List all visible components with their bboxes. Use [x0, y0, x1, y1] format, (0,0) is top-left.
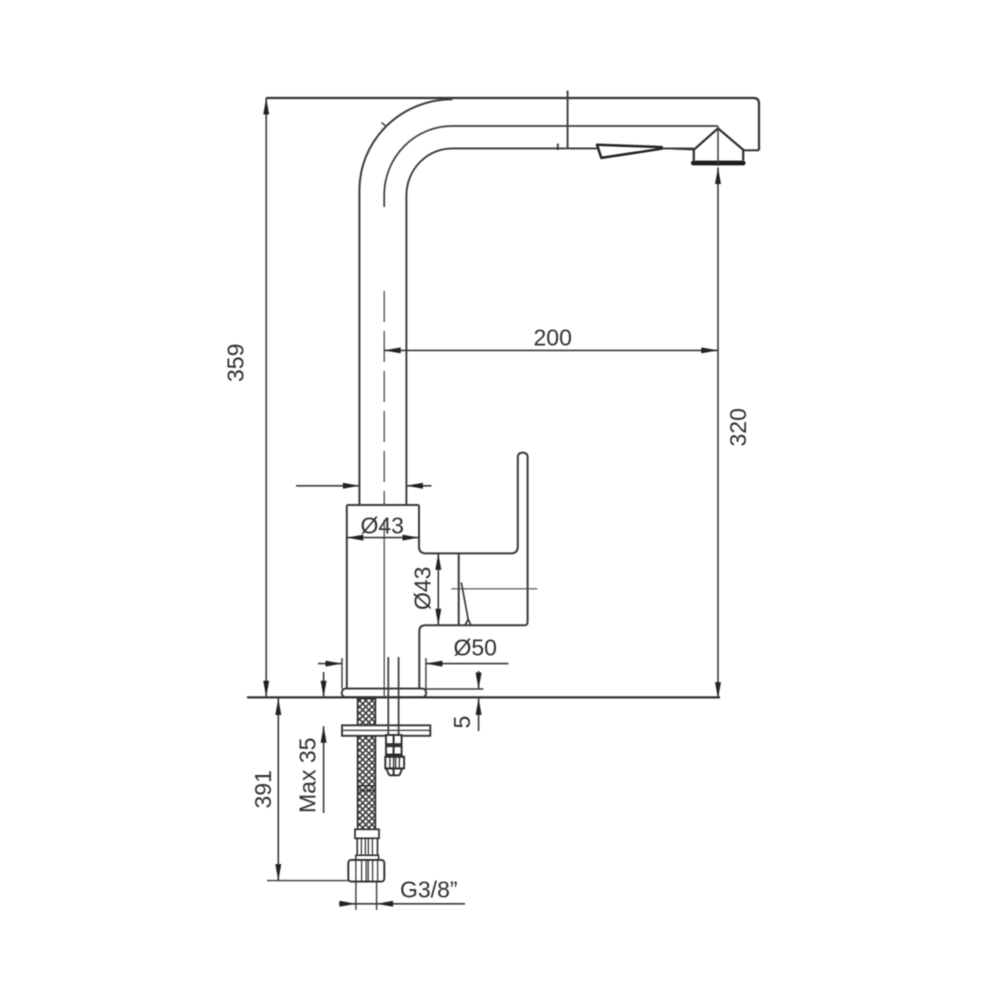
- svg-text:Ø43: Ø43: [361, 513, 404, 539]
- svg-text:200: 200: [534, 325, 572, 351]
- svg-text:5: 5: [449, 716, 475, 729]
- svg-text:391: 391: [250, 770, 276, 808]
- svg-text:Max 35: Max 35: [295, 738, 321, 813]
- svg-text:G3/8”: G3/8”: [400, 877, 458, 903]
- svg-text:320: 320: [725, 408, 751, 446]
- svg-text:Ø50: Ø50: [454, 635, 497, 661]
- svg-text:Ø43: Ø43: [410, 567, 436, 610]
- svg-text:359: 359: [223, 344, 249, 382]
